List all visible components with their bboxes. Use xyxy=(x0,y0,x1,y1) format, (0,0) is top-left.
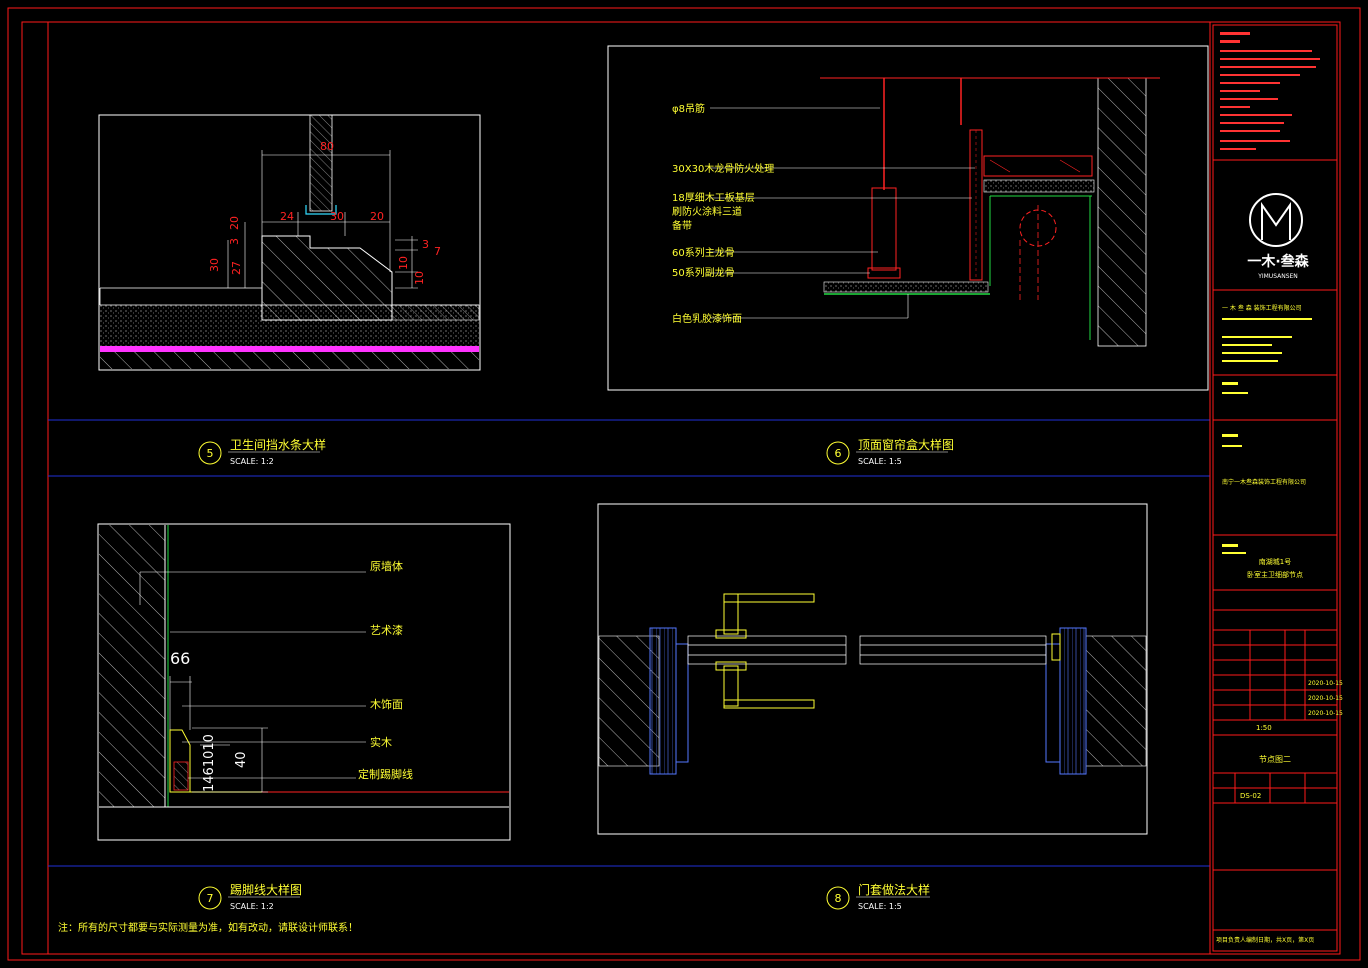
d7-dim-66: 66 xyxy=(170,649,190,668)
drawing-scale: 1:50 xyxy=(1256,724,1272,732)
detail-5-title: 卫生间挡水条大样 xyxy=(230,437,326,452)
marker-5 xyxy=(198,441,222,465)
project-line-2: 卧室主卫细部节点 xyxy=(1247,570,1303,579)
detail-5-scale: SCALE: 1:2 xyxy=(230,457,274,466)
d6-label-1: 30X30木龙骨防火处理 xyxy=(672,162,774,175)
detail-8-door-frame xyxy=(597,503,1148,835)
d5-dim-10b: 10 xyxy=(413,271,426,285)
marker-7-num: 7 xyxy=(207,892,214,905)
detail-7-title: 踢脚线大样图 xyxy=(230,882,302,897)
drawing-number: DS-02 xyxy=(1240,792,1261,800)
d5-dim-80: 80 xyxy=(320,140,334,153)
d6-label-6: 50系列副龙骨 xyxy=(672,266,735,279)
d6-label-5: 60系列主龙骨 xyxy=(672,246,735,259)
title-block-notes xyxy=(1220,32,1320,150)
detail-6-title: 顶面窗帘盒大样图 xyxy=(858,437,954,452)
date-3: 2020-10-15 xyxy=(1308,710,1343,717)
marker-5-num: 5 xyxy=(207,447,214,460)
marker-6 xyxy=(826,441,850,465)
detail-6-curtain-box: φ8吊筋 30X30木龙骨防火处理 18厚细木工板基层 刷防火涂料三道 备带 6… xyxy=(607,45,1209,391)
d7-label-4: 定制踢脚线 xyxy=(358,767,413,781)
detail-8-title: 门套做法大样 xyxy=(858,882,930,897)
d5-dim-10a: 10 xyxy=(397,256,410,270)
sheet-outer-border xyxy=(7,7,1361,961)
d5-dim-3: 3 xyxy=(228,238,241,245)
detail-6-scale: SCALE: 1:5 xyxy=(858,457,902,466)
d5-dim-7: 7 xyxy=(434,245,441,258)
detail-markers xyxy=(198,441,948,910)
company-name: 一 木 叁 森 装饰工程有限公司 xyxy=(1222,304,1302,312)
project-line-1: 南湖城1号 xyxy=(1259,557,1291,566)
client-name: 南宁一木叁森装饰工程有限公司 xyxy=(1222,478,1306,486)
d5-dim-20v: 20 xyxy=(228,216,241,230)
d7-label-1: 艺术漆 xyxy=(370,624,403,637)
date-1: 2020-10-15 xyxy=(1308,680,1343,687)
brand-name-en: YIMUSANSEN xyxy=(1257,273,1298,280)
d5-dim-24: 24 xyxy=(280,210,294,223)
d7-label-2: 木饰面 xyxy=(370,697,403,711)
marker-6-num: 6 xyxy=(835,447,842,460)
date-2: 2020-10-15 xyxy=(1308,695,1343,702)
detail-7-skirting: 原墙体 艺术漆 木饰面 实木 定制踢脚线 66 40 1461010 xyxy=(97,523,511,841)
detail-5-waterstop: 80 24 30 20 20 3 27 30 3 10 10 7 xyxy=(98,114,481,371)
drawing-name: 节点图二 xyxy=(1259,755,1291,764)
general-note: 注：所有的尺寸都要与实际测量为准，如有改动，请联设计师联系！ xyxy=(58,921,358,934)
detail-8-scale: SCALE: 1:5 xyxy=(858,902,902,911)
d7-label-0: 原墙体 xyxy=(370,559,403,573)
d7-dim-stack: 1461010 xyxy=(202,734,217,792)
detail-7-scale: SCALE: 1:2 xyxy=(230,902,274,911)
d5-dim-3b: 3 xyxy=(422,238,429,251)
title-block xyxy=(1209,21,1341,955)
marker-7 xyxy=(198,886,222,910)
d6-label-0: φ8吊筋 xyxy=(672,102,705,115)
d5-dim-30: 30 xyxy=(330,210,344,223)
d5-dim-20: 20 xyxy=(370,210,384,223)
brand-name-cn: 一木·叁森 xyxy=(1247,253,1309,270)
d7-label-3: 实木 xyxy=(370,735,392,749)
marker-8-num: 8 xyxy=(835,892,842,905)
d7-dim-40: 40 xyxy=(234,751,249,768)
brand-logo-icon xyxy=(1249,193,1303,247)
d5-dim-27: 27 xyxy=(230,261,243,275)
d6-label-7: 白色乳胶漆饰面 xyxy=(672,312,742,325)
d6-label-2: 18厚细木工板基层 xyxy=(672,191,755,204)
d6-label-3: 刷防火涂料三道 xyxy=(672,205,742,218)
d5-dim-30v: 30 xyxy=(208,258,221,272)
footer-text: 项目负责人编制日期，共X页，第X页 xyxy=(1216,936,1314,944)
d6-label-4: 备带 xyxy=(672,219,692,232)
marker-8 xyxy=(826,886,850,910)
